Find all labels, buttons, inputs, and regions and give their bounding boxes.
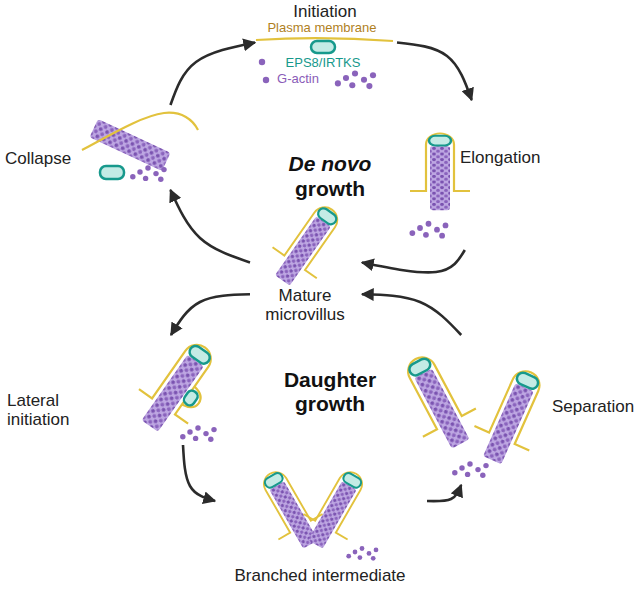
g-actin-dots [130, 165, 167, 182]
annotation-label: G-actin [268, 72, 328, 87]
g-actin-dots [180, 425, 217, 442]
g-actin-dots [346, 546, 378, 561]
cycle-arrow [397, 43, 472, 101]
branched-figure [248, 461, 379, 561]
lateral-initiation-figure [125, 330, 229, 443]
microvillus [465, 360, 559, 472]
plasma-membrane [82, 113, 198, 150]
cycle-arrow [183, 445, 215, 501]
eps8-cap [100, 166, 124, 179]
annotation-label: Daughter growth [275, 368, 385, 415]
eps8-cap [182, 389, 200, 408]
cycle-arrow [170, 190, 250, 262]
separation-figure [389, 345, 558, 478]
stage-label: Separation [552, 397, 637, 416]
annotation-label: Plasma membrane [257, 21, 387, 36]
g-actin-dots [335, 70, 376, 89]
annotation-label: De novo [275, 152, 385, 176]
stage-node: Elongation [410, 100, 547, 250]
collapse-figure [82, 113, 198, 182]
microvillus [410, 133, 470, 210]
stage-node: Branched intermediate [215, 452, 427, 592]
stage-node: Initiation [255, 2, 397, 92]
membrane-bump [182, 387, 205, 412]
stage-node: Mature microvillus [250, 220, 362, 326]
cycle-arrow [362, 250, 465, 272]
microvillus [389, 345, 487, 458]
stage-node: Collapse [3, 105, 200, 190]
initiation-figure [256, 38, 393, 89]
stage-label: Mature microvillus [250, 286, 360, 324]
cycle-arrow [171, 294, 250, 335]
stage-label: Elongation [460, 148, 545, 167]
microvillus [260, 194, 354, 296]
stage-label: Branched intermediate [215, 566, 425, 585]
g-actin-dots [409, 221, 448, 239]
annotation-label: EPS8/IRTKS [273, 56, 373, 71]
eps8-cap [311, 41, 335, 53]
cycle-arrow [427, 485, 461, 501]
stage-label: Collapse [5, 149, 85, 168]
mature-figure [260, 194, 354, 296]
microvillus [293, 461, 378, 557]
stage-node: Separation [385, 335, 639, 485]
cycle-arrow [362, 294, 461, 335]
g-actin-dot [259, 59, 265, 65]
g-actin-dots [452, 461, 489, 478]
g-actin-dot [263, 77, 269, 83]
annotation-label: growth [275, 177, 385, 201]
stage-label: Initiation [255, 2, 395, 21]
cycle-arrow [170, 43, 255, 106]
stage-label: Lateral initiation [7, 391, 92, 429]
stage-node: Lateral initiation [3, 335, 243, 445]
actin-bundle [90, 119, 171, 171]
microvillus [125, 330, 229, 443]
